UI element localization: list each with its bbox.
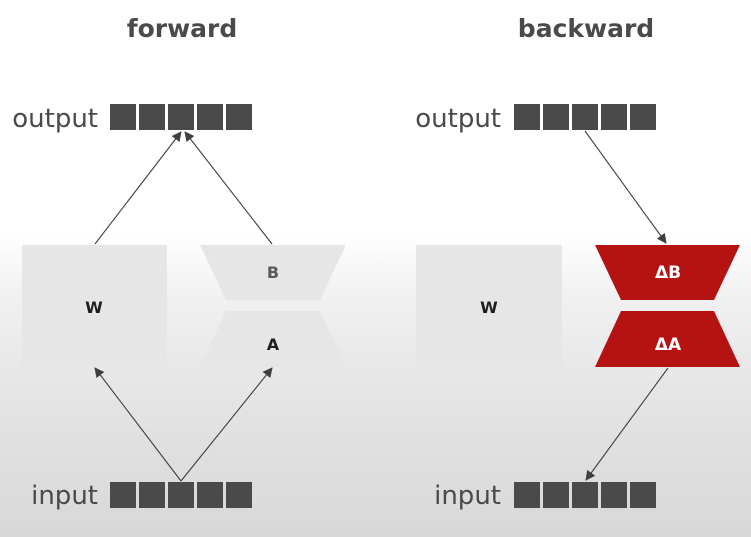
vector-cell bbox=[197, 104, 223, 130]
vector-cell bbox=[601, 104, 627, 130]
vector-cell bbox=[168, 482, 194, 508]
forward-weight-label: W bbox=[85, 298, 103, 317]
forward-output-label: output bbox=[12, 104, 98, 134]
vector-cell bbox=[572, 104, 598, 130]
forward-panel: forward output W B A input bbox=[12, 14, 346, 511]
vector-cell bbox=[543, 482, 569, 508]
backward-adapter-a-gradient-block bbox=[595, 311, 740, 367]
forward-title: forward bbox=[127, 14, 238, 43]
vector-cell bbox=[139, 482, 165, 508]
vector-cell bbox=[197, 482, 223, 508]
vector-cell bbox=[601, 482, 627, 508]
backward-output-label: output bbox=[415, 104, 501, 134]
forward-adapter-b-label: B bbox=[267, 263, 279, 282]
forward-arrow-input-to-weight bbox=[94, 367, 182, 482]
forward-arrow-weight-to-output bbox=[94, 131, 182, 245]
backward-adapter-b-gradient-block bbox=[595, 245, 740, 300]
backward-title: backward bbox=[518, 14, 654, 43]
vector-cell bbox=[572, 482, 598, 508]
backward-adapter-a-label: ΔA bbox=[655, 335, 682, 355]
forward-input-label: input bbox=[31, 481, 98, 511]
forward-adapter-a-block bbox=[200, 311, 346, 367]
backward-arrow-output-to-adapter bbox=[584, 130, 667, 244]
backward-panel: backward output W ΔB ΔA input bbox=[415, 14, 740, 511]
backward-output-vector bbox=[514, 104, 656, 130]
vector-cell bbox=[110, 104, 136, 130]
forward-adapter-b-block bbox=[200, 245, 346, 300]
vector-cell bbox=[630, 482, 656, 508]
vector-cell bbox=[168, 104, 194, 130]
forward-arrow-input-to-adapter bbox=[180, 367, 273, 482]
forward-weight-block bbox=[22, 245, 167, 367]
backward-weight-block bbox=[416, 245, 562, 367]
backward-adapter-b-label: ΔB bbox=[655, 263, 681, 283]
backward-weight-label: W bbox=[480, 298, 498, 317]
forward-input-vector bbox=[110, 482, 252, 508]
vector-cell bbox=[543, 104, 569, 130]
vector-cell bbox=[514, 104, 540, 130]
backward-arrow-adapter-to-input bbox=[585, 367, 669, 481]
vector-cell bbox=[226, 482, 252, 508]
forward-output-vector bbox=[110, 104, 252, 130]
vector-cell bbox=[226, 104, 252, 130]
vector-cell bbox=[630, 104, 656, 130]
forward-adapter-a-label: A bbox=[267, 335, 280, 354]
vector-cell bbox=[110, 482, 136, 508]
forward-arrow-adapter-to-output bbox=[184, 131, 273, 245]
vector-cell bbox=[514, 482, 540, 508]
backward-input-vector bbox=[514, 482, 656, 508]
backward-input-label: input bbox=[434, 481, 501, 511]
vector-cell bbox=[139, 104, 165, 130]
